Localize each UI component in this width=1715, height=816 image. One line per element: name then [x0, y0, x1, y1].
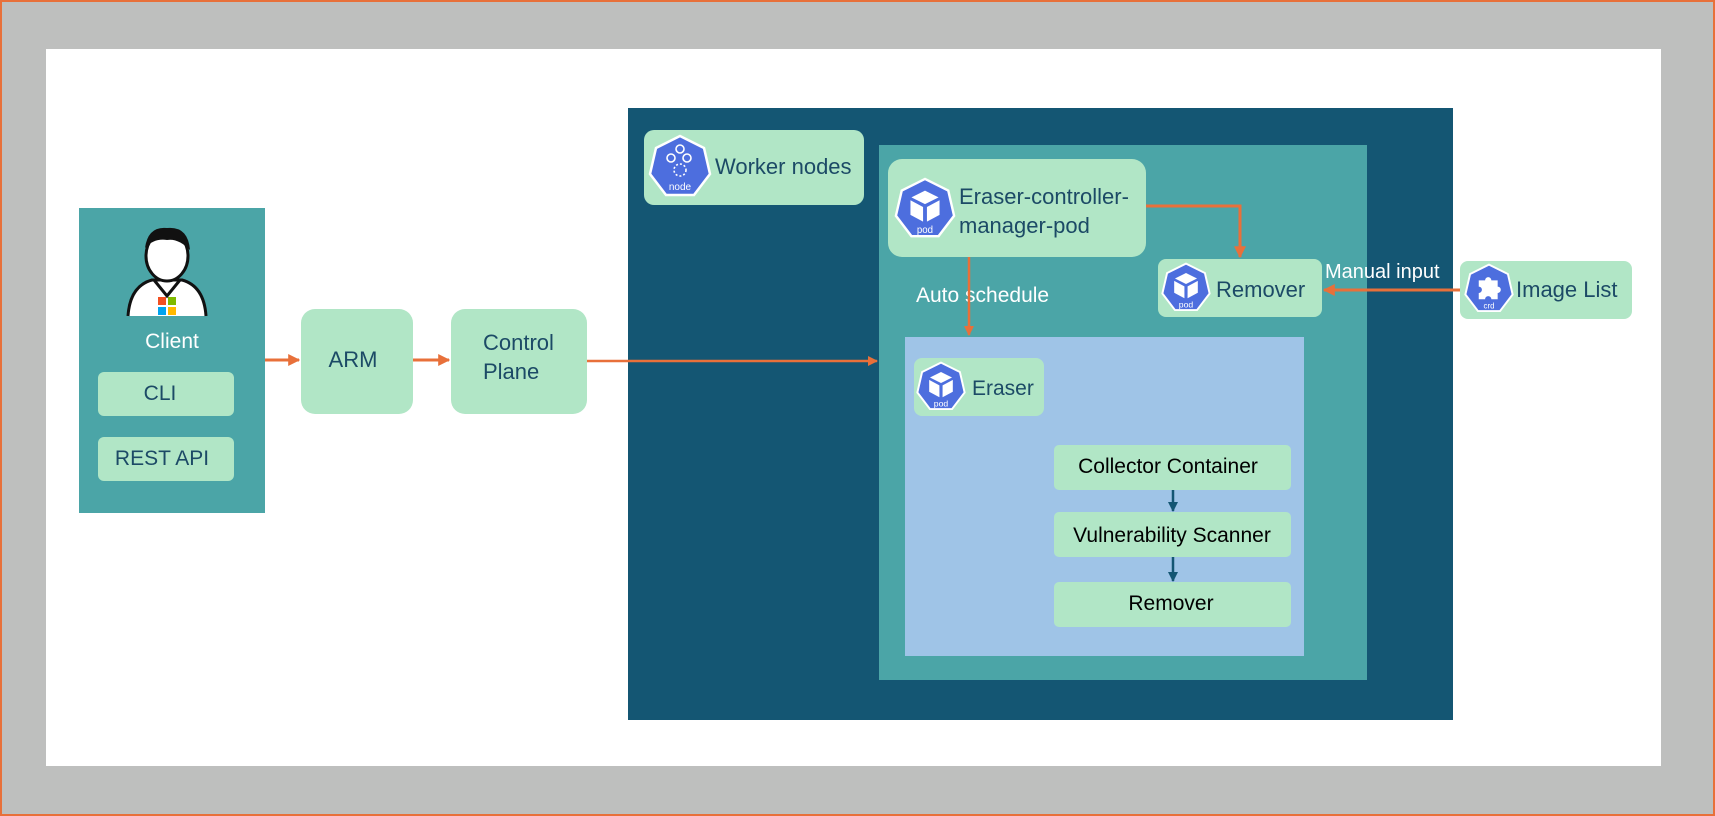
remover-container-label: Remover	[1128, 592, 1214, 615]
svg-text:pod: pod	[917, 225, 933, 236]
client-label: Client	[145, 330, 199, 353]
remover-container-box[interactable]	[1054, 582, 1291, 627]
kubernetes-pod-icon: pod	[916, 361, 966, 411]
cli-box[interactable]	[98, 372, 234, 416]
svg-text:node: node	[669, 182, 692, 193]
svg-text:pod: pod	[1179, 300, 1194, 310]
cli-label: CLI	[143, 382, 177, 405]
controller-pod-label-line2: manager-pod	[959, 213, 1090, 238]
arrow-controller-to-remover	[1146, 204, 1246, 259]
arm-box[interactable]	[301, 309, 413, 414]
control-plane-box[interactable]	[451, 309, 587, 414]
vulnerability-scanner-box[interactable]	[1054, 512, 1291, 557]
control-plane-label-line1: Control	[483, 330, 554, 355]
arm-label: ARM	[328, 347, 378, 372]
svg-text:pod: pod	[934, 399, 949, 409]
worker-nodes-label: Worker nodes	[715, 154, 852, 179]
rest-api-label: REST API	[114, 447, 210, 470]
collector-container-box[interactable]	[1054, 445, 1291, 490]
remover-pod-label: Remover	[1216, 277, 1306, 302]
kubernetes-crd-icon: crd	[1464, 263, 1514, 313]
kubernetes-pod-icon: pod	[894, 177, 956, 238]
controller-pod-label-line1: Eraser-controller-	[959, 184, 1129, 209]
auto-schedule-label: Auto schedule	[916, 284, 1050, 307]
manual-input-label: Manual input	[1325, 261, 1440, 283]
kubernetes-pod-icon: pod	[1161, 262, 1211, 312]
image-list-label: Image List	[1516, 277, 1618, 302]
rest-api-box[interactable]	[98, 437, 234, 481]
control-plane-label-line2: Plane	[483, 359, 540, 384]
kubernetes-node-icon: node	[648, 134, 712, 197]
collector-container-label: Collector Container	[1078, 455, 1258, 478]
svg-text:crd: crd	[1484, 302, 1495, 311]
user-avatar-icon	[126, 227, 208, 317]
eraser-pod-label: Eraser	[972, 377, 1034, 400]
vulnerability-scanner-label: Vulnerability Scanner	[1073, 524, 1271, 547]
